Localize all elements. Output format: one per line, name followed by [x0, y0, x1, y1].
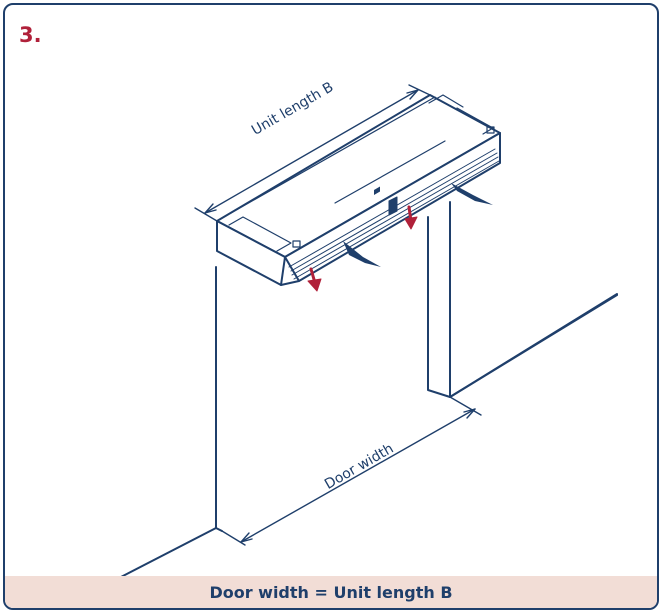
down-arrow-left: [307, 267, 322, 292]
unit-length-dimension: [194, 84, 431, 222]
air-curtain-unit: [216, 94, 501, 286]
step-number: 3.: [19, 23, 42, 47]
door-unit-diagram: [118, 84, 618, 579]
airflow-arrow-left: [343, 241, 381, 267]
left-door-post: [118, 266, 223, 579]
caption-text: Door width = Unit length B: [209, 582, 453, 602]
door-width-dimension: [221, 396, 482, 546]
right-door-post: [427, 201, 618, 398]
floor-line: [449, 294, 618, 398]
down-arrow-right: [404, 205, 418, 230]
figure-frame: 3.: [3, 3, 659, 610]
caption-bar: Door width = Unit length B: [5, 576, 657, 608]
